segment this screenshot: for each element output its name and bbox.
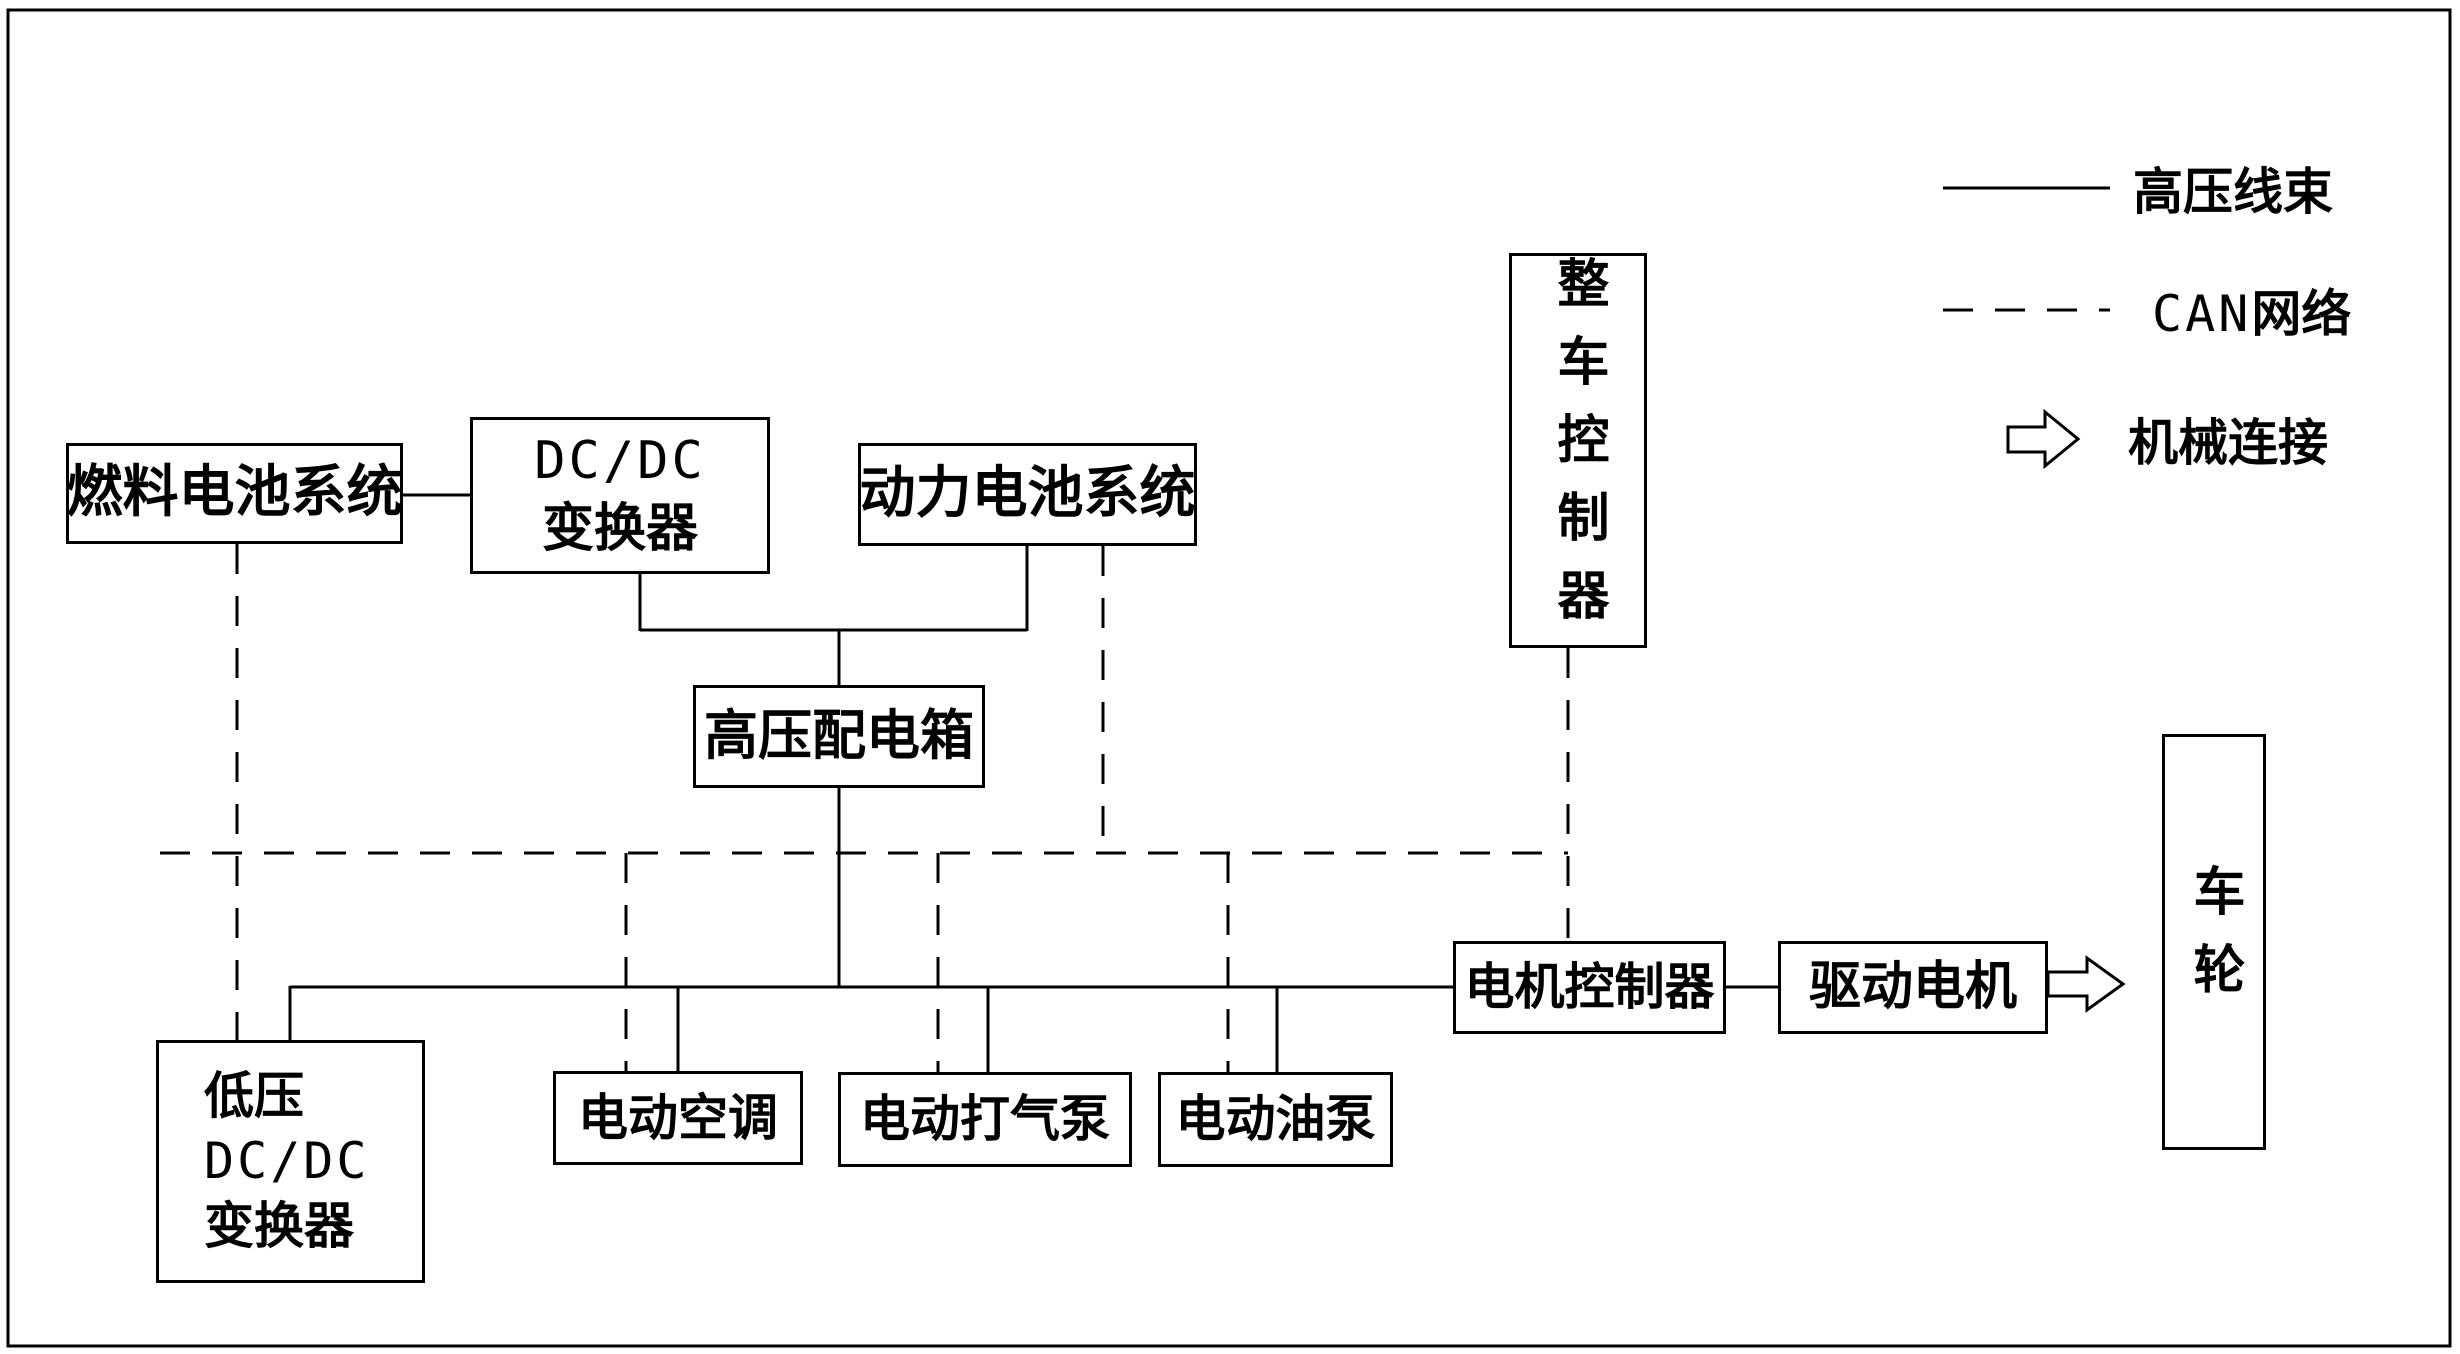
drive-motor-label: 驱动电机 xyxy=(1808,956,2017,1017)
fuel-cell-system-box: 燃料电池系统 xyxy=(66,443,403,544)
legend-text-can-network: CAN xyxy=(2152,285,2252,343)
legend-text-hv-harness: 高压线束 xyxy=(2133,163,2333,221)
dcdc-converter-label: 变换器 xyxy=(541,498,698,559)
electric-oil-pump-box: 电动油泵 xyxy=(1158,1072,1393,1167)
legend-arrow xyxy=(2006,408,2081,470)
lv-dcdc-converter-label: 低压 xyxy=(204,1067,304,1125)
electric-ac-box: 电动空调 xyxy=(553,1071,803,1165)
lv-dcdc-converter-box: 低压 DC/DC 变换器 xyxy=(156,1040,425,1283)
legend-text-can-network: 网络 xyxy=(2251,285,2352,343)
motor-controller-box: 电机控制器 xyxy=(1453,941,1726,1034)
legend-label-can-network: CAN网络 xyxy=(2152,274,2351,346)
vehicle-controller-box: 整车控制器 xyxy=(1509,253,1647,648)
dcdc-converter-label: DC/DC xyxy=(534,430,706,491)
electric-air-pump-box: 电动打气泵 xyxy=(838,1072,1132,1167)
electric-air-pump-label: 电动打气泵 xyxy=(860,1090,1110,1148)
electric-oil-pump-label: 电动油泵 xyxy=(1175,1090,1376,1148)
figure-border xyxy=(6,8,2452,1348)
hv-distribution-box-box: 高压配电箱 xyxy=(693,685,985,788)
legend-label-hv-harness: 高压线束 xyxy=(2133,152,2333,224)
dcdc-converter-box: DC/DC 变换器 xyxy=(470,417,770,574)
hv-distribution-box-label: 高压配电箱 xyxy=(704,704,974,768)
drive-motor-box: 驱动电机 xyxy=(1778,941,2048,1034)
motor-controller-label: 电机控制器 xyxy=(1464,958,1715,1016)
power-battery-system-box: 动力电池系统 xyxy=(858,443,1197,546)
wheel-label: 车轮 xyxy=(2184,864,2244,1020)
fuel-cell-system-label: 燃料电池系统 xyxy=(66,460,403,526)
vehicle-controller-label: 整车控制器 xyxy=(1548,255,1608,646)
lv-dcdc-converter-label: 变换器 xyxy=(204,1197,354,1255)
wheel-box: 车轮 xyxy=(2162,734,2266,1150)
lv-dcdc-converter-label: DC/DC xyxy=(204,1132,370,1190)
legend-label-mechanical-connection: 机械连接 xyxy=(2128,403,2328,475)
motor-to-wheel-arrow xyxy=(2046,955,2126,1013)
electric-ac-label: 电动空调 xyxy=(578,1088,778,1147)
legend-text-mechanical-connection: 机械连接 xyxy=(2128,414,2328,472)
power-battery-system-label: 动力电池系统 xyxy=(859,461,1196,527)
